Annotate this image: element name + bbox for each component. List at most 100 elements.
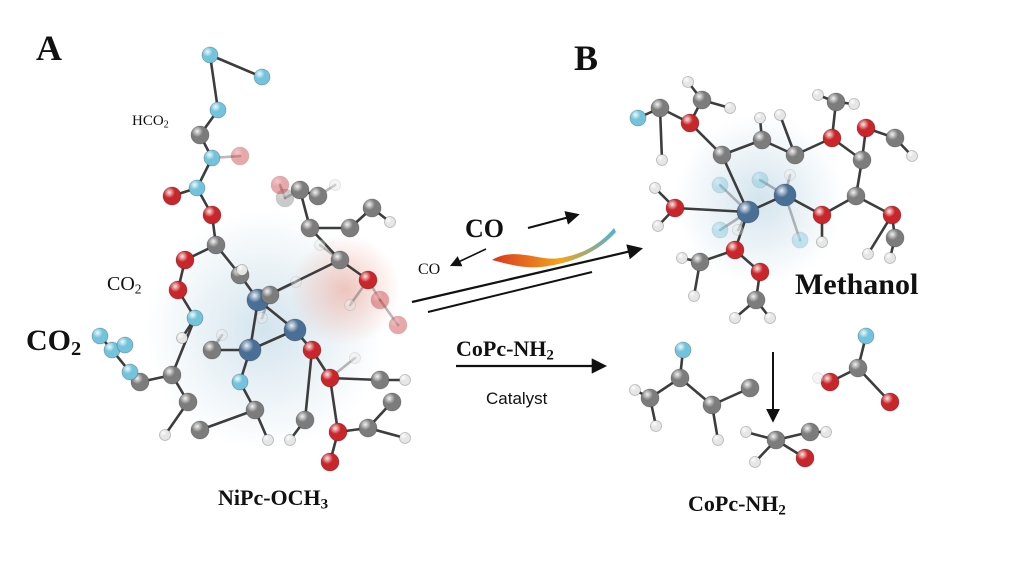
nipc-atom-highlight bbox=[122, 364, 138, 380]
methanol-complex-atom-highlight bbox=[729, 312, 741, 324]
nipc-atom-highlight bbox=[202, 47, 218, 63]
methanol-complex-atom-highlight bbox=[857, 119, 875, 137]
nipc-atom-highlight bbox=[169, 281, 187, 299]
methanol-complex-atom-highlight bbox=[649, 182, 661, 194]
nipc-atom-highlight bbox=[191, 421, 209, 439]
co2-large-label: CO2 bbox=[26, 324, 82, 361]
copc-fragment-atom-highlight bbox=[629, 384, 641, 396]
copc-fragment-atom-highlight bbox=[703, 396, 721, 414]
methanol-complex-atom-highlight bbox=[823, 129, 841, 147]
nipc-atom-highlight bbox=[231, 147, 249, 165]
methanol-complex-atom-highlight bbox=[764, 312, 776, 324]
nipc-atom-highlight bbox=[291, 181, 309, 199]
nipc-atom-highlight bbox=[216, 329, 228, 341]
copc-fragment-atom-highlight bbox=[675, 342, 691, 358]
nipc-atom-highlight bbox=[191, 126, 209, 144]
methanol-complex-atom-highlight bbox=[676, 252, 688, 264]
nipc-atom-highlight bbox=[271, 176, 289, 194]
nipc-atom-highlight bbox=[321, 369, 339, 387]
methanol-complex-atom-highlight bbox=[682, 76, 694, 88]
nipc-bond bbox=[208, 53, 264, 79]
nipc-atom-highlight bbox=[236, 264, 248, 276]
nipc-bond bbox=[198, 408, 257, 432]
nipc-atom-highlight bbox=[189, 180, 205, 196]
methanol-complex-atom-highlight bbox=[816, 236, 828, 248]
methanol-complex-atom-highlight bbox=[792, 232, 808, 248]
methanol-complex-atom-highlight bbox=[774, 109, 786, 121]
methanol-complex-atom-highlight bbox=[630, 110, 646, 126]
nipc-atom-highlight bbox=[363, 199, 381, 217]
nipc-atom-highlight bbox=[117, 337, 133, 353]
reaction-arrow-lower bbox=[427, 271, 593, 313]
methanol-complex-atom-highlight bbox=[786, 146, 804, 164]
co-main-label: CO bbox=[465, 214, 504, 243]
panel-b-letter: B bbox=[574, 38, 599, 78]
nipc-atom-highlight bbox=[371, 371, 389, 389]
methanol-complex-atom-highlight bbox=[886, 229, 904, 247]
methanol-complex-atom-highlight bbox=[688, 290, 700, 302]
methanol-complex-atom-highlight bbox=[862, 248, 874, 260]
methanol-complex-atom-highlight bbox=[693, 91, 711, 109]
nipc-atom-highlight bbox=[176, 251, 194, 269]
nipc-bond bbox=[303, 348, 314, 422]
nipc-atom-highlight bbox=[163, 187, 181, 205]
nipc-atom-highlight bbox=[203, 206, 221, 224]
co-minor-arrow bbox=[449, 248, 487, 267]
nipc-atom-highlight bbox=[384, 216, 396, 228]
nipc-atom-highlight bbox=[296, 411, 314, 429]
methanol-complex-atom-highlight bbox=[827, 93, 845, 111]
methanol-complex-atom-highlight bbox=[691, 253, 709, 271]
methanol-complex-atom-highlight bbox=[848, 98, 860, 110]
nipc-atom-highlight bbox=[303, 341, 321, 359]
nipc-atom-highlight bbox=[207, 236, 225, 254]
copc-fragment-atom-highlight bbox=[671, 369, 689, 387]
glow-1 bbox=[290, 235, 400, 345]
methanol-complex-atom-highlight bbox=[813, 206, 831, 224]
methanol-complex-atom-highlight bbox=[681, 114, 699, 132]
methanol-complex-bond bbox=[673, 206, 750, 214]
nipc-atom-highlight bbox=[314, 239, 326, 251]
methanol-complex-atom-highlight bbox=[713, 146, 731, 164]
formate-fragment-atom-highlight bbox=[881, 393, 899, 411]
formaldehyde-atom-highlight bbox=[749, 456, 761, 468]
methanol-complex-atom-highlight bbox=[712, 222, 728, 238]
nipc-atom-highlight bbox=[284, 319, 306, 341]
nipc-atom-highlight bbox=[204, 150, 220, 166]
methanol-complex-atom-highlight bbox=[752, 172, 768, 188]
methanol-complex-atom-highlight bbox=[747, 291, 765, 309]
nipc-atom-highlight bbox=[329, 179, 341, 191]
formate-fragment-atom-highlight bbox=[858, 328, 874, 344]
methanol-complex-atom-highlight bbox=[884, 252, 896, 264]
methanol-complex-atom-highlight bbox=[656, 154, 668, 166]
formaldehyde-atom-highlight bbox=[820, 426, 832, 438]
methanol-complex-atom-highlight bbox=[812, 89, 824, 101]
nipc-atom-highlight bbox=[187, 310, 203, 326]
methanol-complex-atom-highlight bbox=[754, 112, 766, 124]
nipc-atom-highlight bbox=[341, 219, 359, 237]
reaction-arrow-upper bbox=[411, 244, 644, 304]
nipc-atom-highlight bbox=[331, 251, 349, 269]
nipc-atom-highlight bbox=[359, 419, 377, 437]
co-small-label: CO bbox=[418, 261, 441, 278]
nipc-atom-highlight bbox=[256, 312, 268, 324]
nipc-atom-highlight bbox=[92, 328, 108, 344]
co-release-arrow bbox=[527, 211, 580, 229]
methanol-complex-atom-highlight bbox=[652, 220, 664, 232]
formaldehyde-atom-highlight bbox=[801, 423, 819, 441]
methanol-complex-atom-highlight bbox=[886, 129, 904, 147]
copc-fragment-atom-highlight bbox=[641, 389, 659, 407]
nipc-bond bbox=[328, 376, 340, 434]
methanol-complex-atom-highlight bbox=[737, 201, 759, 223]
reaction-arrows bbox=[411, 211, 780, 423]
nipc-atom-highlight bbox=[383, 393, 401, 411]
nipc-atom-highlight bbox=[349, 352, 361, 364]
nipc-atom-highlight bbox=[262, 434, 274, 446]
nipc-och3-title: NiPc-OCH3 bbox=[218, 485, 329, 513]
nipc-bond bbox=[208, 53, 220, 112]
nipc-atom-highlight bbox=[239, 339, 261, 361]
methanol-complex-atom-highlight bbox=[853, 151, 871, 169]
methanol-complex-atom-highlight bbox=[712, 177, 728, 193]
nipc-atom-highlight bbox=[344, 299, 356, 311]
formate-fragment-atom-highlight bbox=[849, 359, 867, 377]
